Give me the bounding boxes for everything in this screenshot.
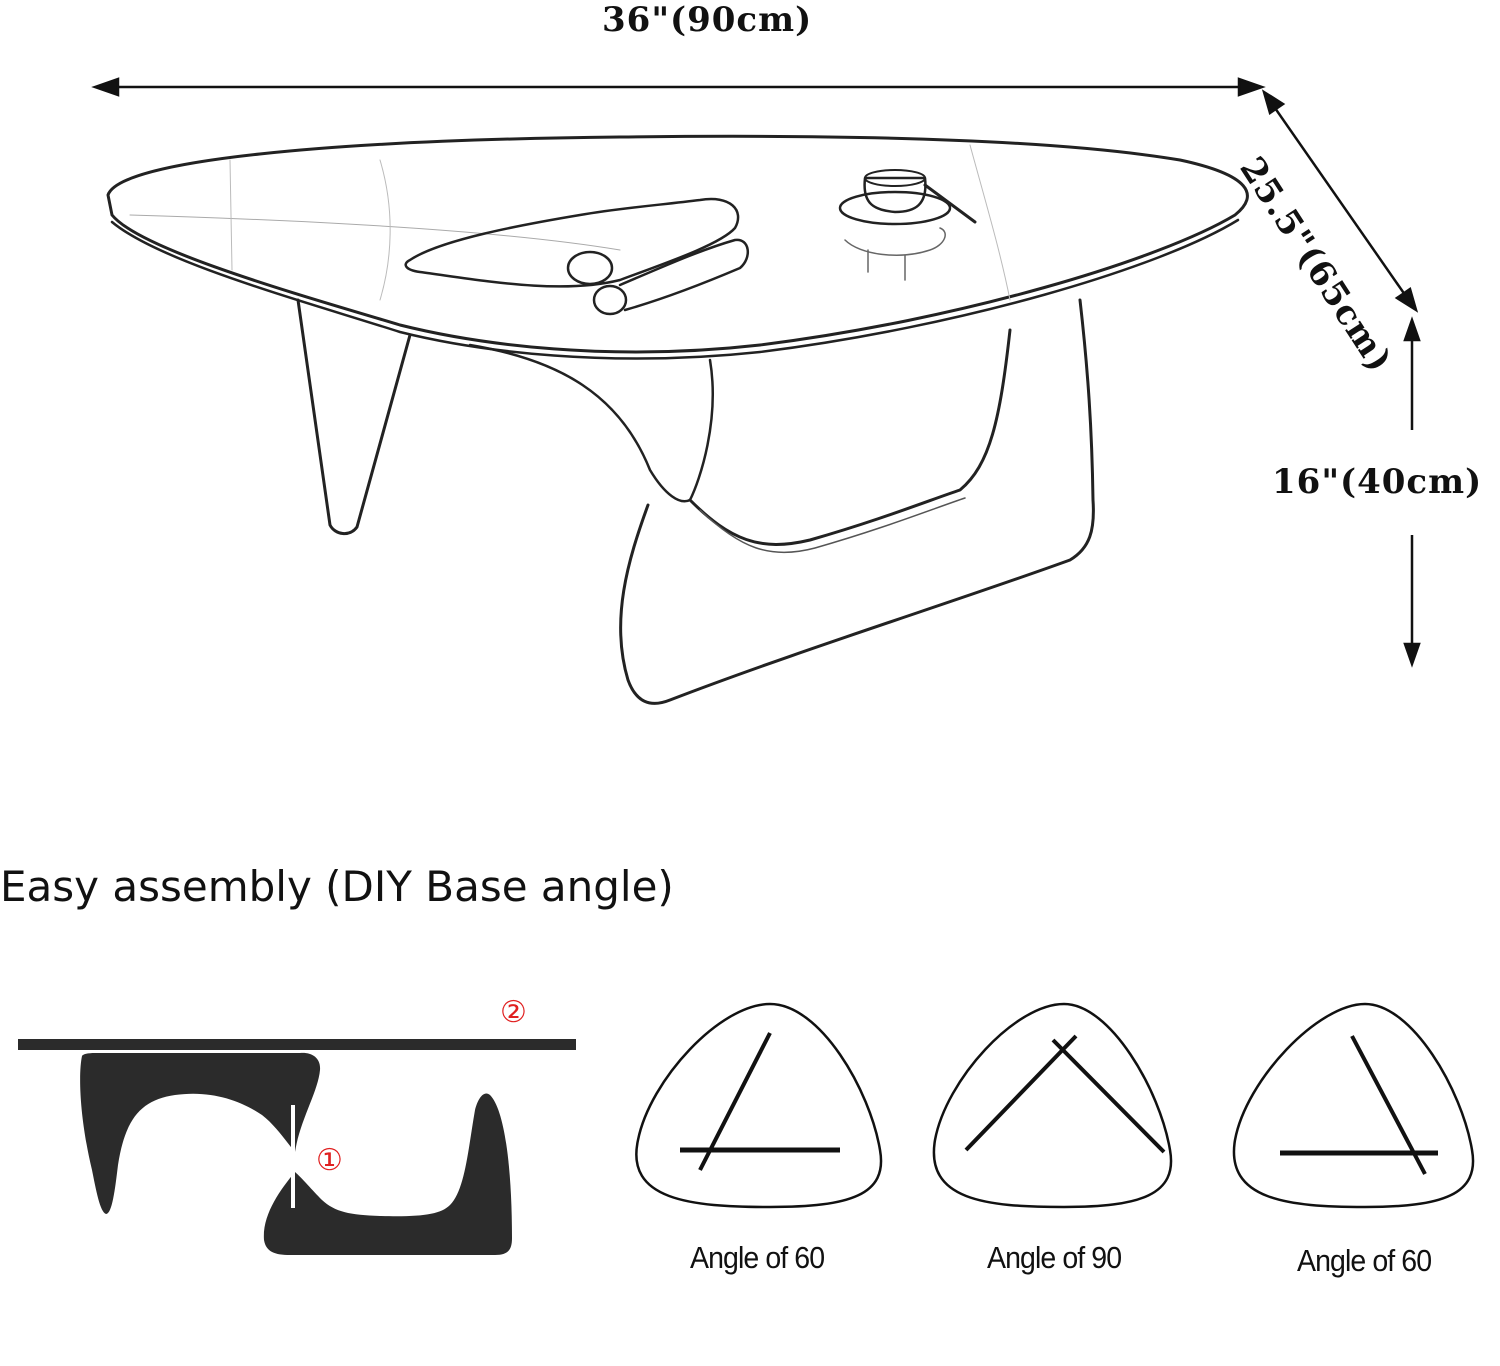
assembly-heading: Easy assembly (DIY Base angle) (0, 862, 674, 911)
step-1-marker: ① (316, 1143, 343, 1178)
table-sketch (91, 77, 1421, 705)
angle-option-3-label: Angle of 60 (1297, 1243, 1432, 1278)
angle-option-3-diagram (1232, 1002, 1475, 1209)
angle-option-1-label: Angle of 60 (690, 1240, 825, 1275)
step-2-marker: ② (500, 995, 527, 1030)
width-arrow (91, 77, 1266, 97)
angle-option-1-diagram (635, 1002, 883, 1209)
angle-option-2-diagram (932, 1002, 1173, 1209)
height-dimension-label: 16"(40cm) (1272, 462, 1483, 502)
height-arrow (1403, 316, 1421, 668)
width-dimension-label: 36"(90cm) (602, 0, 813, 40)
glass-top-line (18, 1039, 576, 1050)
depth-arrow (1261, 89, 1419, 313)
angle-option-2-label: Angle of 90 (987, 1240, 1122, 1275)
